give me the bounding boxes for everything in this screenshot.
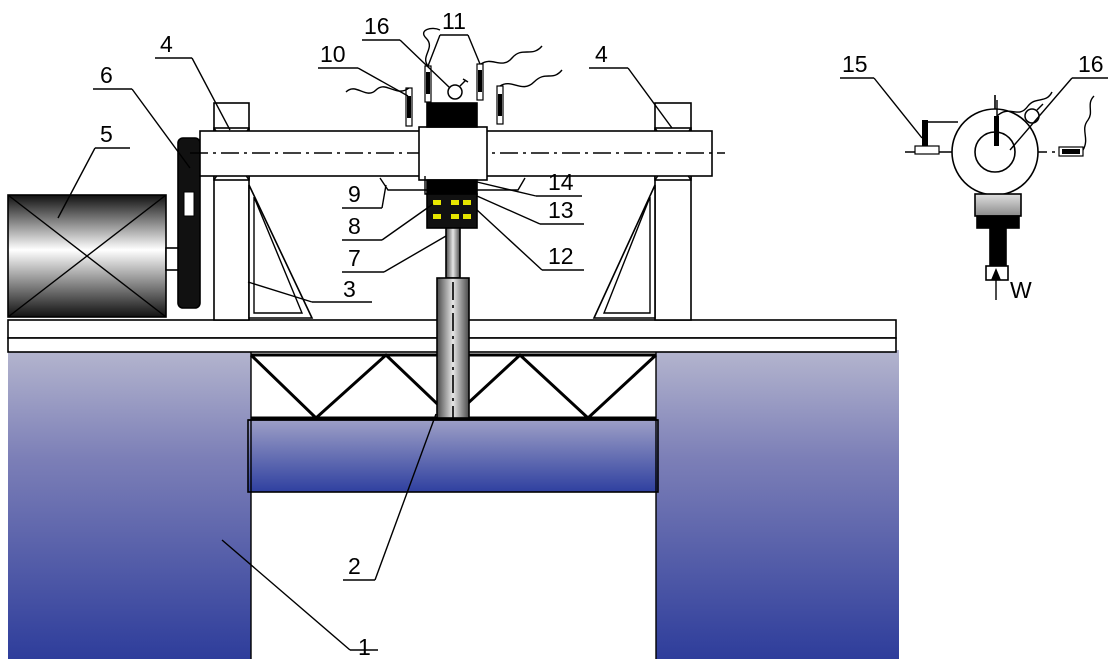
main-shaft — [190, 126, 725, 181]
label-1: 1 — [358, 634, 371, 659]
label-5: 5 — [100, 121, 113, 147]
leader-lines — [57, 34, 1108, 651]
brackets — [379, 177, 526, 191]
right-strut — [592, 184, 656, 319]
label-12: 12 — [548, 243, 574, 269]
sample-ring — [426, 179, 478, 195]
upper-holder — [426, 78, 478, 128]
lower-sample-assembly — [424, 176, 478, 229]
cross-beam — [247, 419, 659, 493]
loading-rod — [436, 227, 470, 420]
sensor-wire — [345, 86, 410, 94]
label-13: 13 — [548, 197, 574, 223]
side-insert — [974, 193, 1022, 217]
left-strut — [248, 184, 314, 319]
left-pillar — [8, 350, 251, 659]
label-10: 10 — [320, 41, 346, 67]
motor — [7, 194, 183, 318]
label-7: 7 — [348, 245, 361, 271]
callout-labels: 1 2 3 4 4 5 6 7 8 9 10 11 12 13 14 15 16… — [100, 8, 1104, 659]
thermocouple-16 — [447, 84, 463, 100]
label-4-right: 4 — [595, 41, 608, 67]
load-label-w: W — [1010, 277, 1032, 303]
foundation-frame — [8, 350, 899, 659]
side-view-detail — [905, 91, 1095, 300]
right-pillar — [656, 350, 899, 659]
label-9: 9 — [348, 181, 361, 207]
sample-holder — [426, 193, 478, 229]
shaft-hub — [418, 126, 488, 181]
label-11: 11 — [442, 8, 466, 34]
label-15: 15 — [842, 51, 868, 77]
label-14: 14 — [548, 169, 574, 195]
sensors — [345, 27, 563, 127]
label-2: 2 — [348, 553, 361, 579]
label-4-left: 4 — [160, 31, 173, 57]
label-16-side: 16 — [1078, 51, 1104, 77]
label-8: 8 — [348, 213, 361, 239]
label-3: 3 — [343, 276, 356, 302]
pulley — [177, 137, 201, 309]
label-6: 6 — [100, 62, 113, 88]
label-16-main: 16 — [364, 13, 390, 39]
